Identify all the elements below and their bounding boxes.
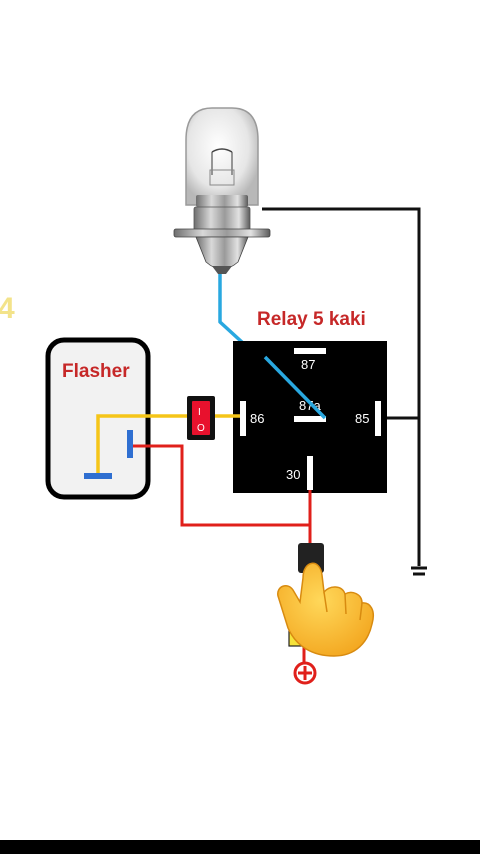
relay-pin-87	[294, 348, 326, 354]
bulb-icon	[173, 107, 271, 274]
ground-wire	[262, 207, 421, 566]
pin-87-label: 87	[301, 357, 315, 372]
relay-pin-86	[240, 401, 246, 436]
blue-wire-overlay	[263, 355, 327, 420]
relay-pin-85	[375, 401, 381, 436]
flasher-label: Flasher	[62, 361, 130, 382]
bottom-bar	[0, 840, 480, 854]
relay-title: Relay 5 kaki	[257, 309, 366, 330]
pin-30-label: 30	[286, 467, 300, 482]
ground-symbol-icon	[411, 566, 427, 576]
switch-on-label: I	[198, 407, 201, 418]
relay-pin-30	[307, 456, 313, 490]
pin-86-label: 86	[250, 411, 264, 426]
rocker-switch: I O	[187, 396, 215, 440]
red-wire	[133, 444, 312, 527]
edge-digit-text: 4	[0, 292, 15, 325]
yellow-wire	[96, 414, 188, 476]
positive-terminal-icon	[293, 661, 317, 685]
relay-pin-87a	[294, 416, 326, 422]
flasher-terminal-bottom	[84, 473, 112, 479]
pin-85-label: 85	[355, 411, 369, 426]
switch-off-label: O	[197, 423, 205, 434]
pointing-hand-icon	[277, 562, 374, 657]
flasher-terminal-side	[127, 430, 133, 458]
